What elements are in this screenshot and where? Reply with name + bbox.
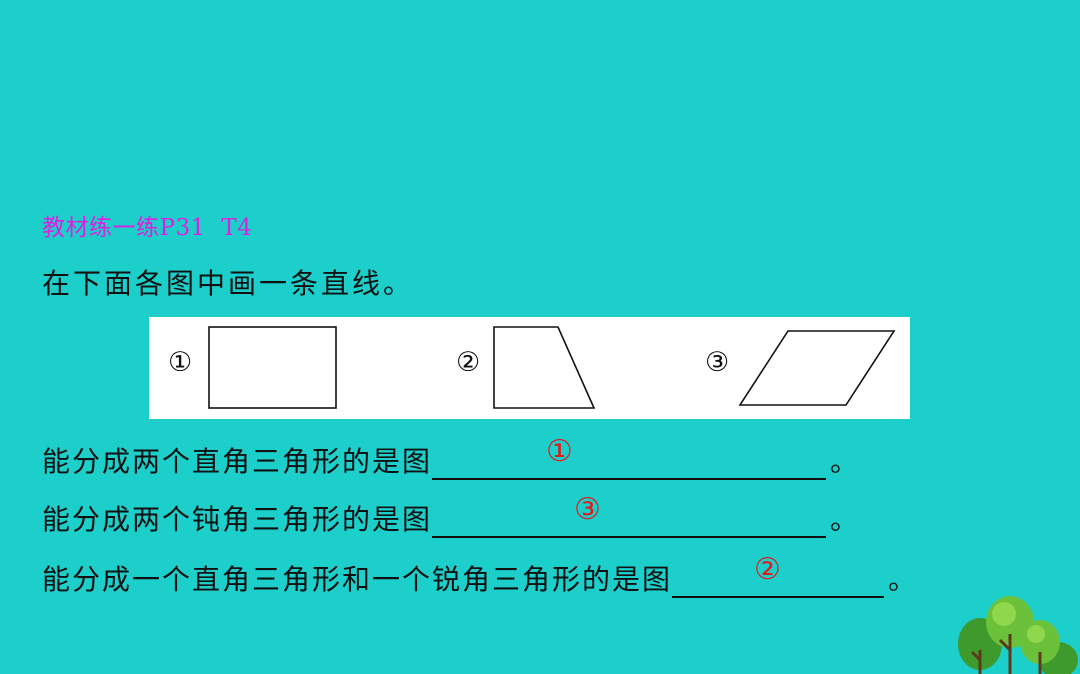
answer-text: ② — [754, 552, 781, 587]
question-end: 。 — [830, 445, 861, 478]
figure-label-3: ③ — [705, 347, 730, 378]
tree-cluster-icon — [958, 596, 1078, 674]
figure-shapes — [208, 326, 896, 409]
question-prompt: 能分成一个直角三角形和一个锐角三角形的是图 — [42, 563, 673, 596]
question-prompt: 能分成两个直角三角形的是图 — [42, 445, 433, 478]
parallelogram-icon — [738, 330, 896, 406]
question-2: 能分成两个钝角三角形的是图 ③ 。 — [42, 492, 861, 538]
answer-text: ③ — [574, 492, 601, 527]
source-label: 教材练一练P31 T4 — [42, 215, 253, 241]
answer-blank[interactable]: ③ — [432, 492, 827, 538]
question-prompt: 能分成两个钝角三角形的是图 — [42, 503, 433, 536]
figure-panel: ① ② ③ — [149, 317, 910, 419]
answer-text: ① — [546, 434, 573, 469]
figure-label-1: ① — [168, 347, 193, 378]
figure-label-2: ② — [456, 347, 481, 378]
instruction-text: 在下面各图中画一条直线。 — [42, 267, 415, 300]
answer-blank[interactable]: ② — [672, 552, 885, 598]
trapezoid-icon — [493, 326, 596, 409]
question-end: 。 — [830, 503, 861, 536]
answer-blank[interactable]: ① — [432, 434, 827, 480]
question-1: 能分成两个直角三角形的是图 ① 。 — [42, 434, 861, 480]
rectangle-icon — [208, 326, 337, 409]
question-3: 能分成一个直角三角形和一个锐角三角形的是图 ② 。 — [42, 552, 919, 598]
question-end: 。 — [888, 563, 919, 596]
